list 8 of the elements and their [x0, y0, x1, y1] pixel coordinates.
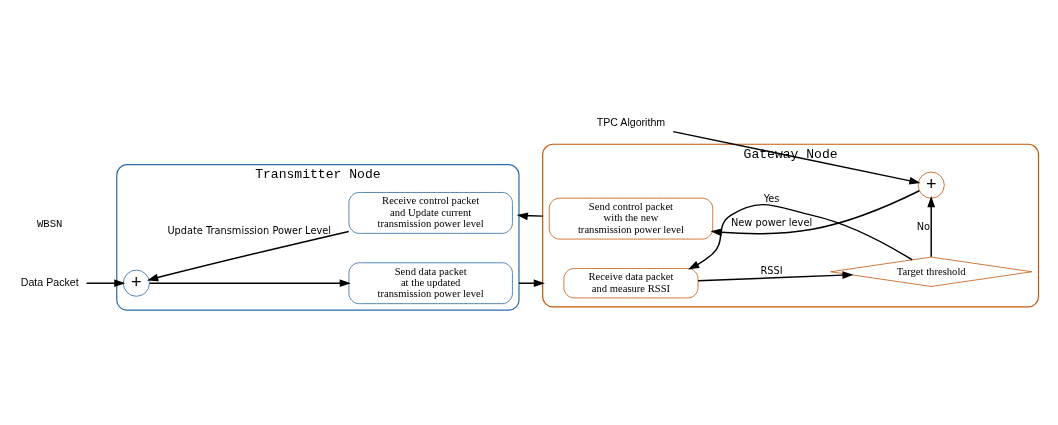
edge-label: No	[916, 221, 931, 233]
node-text: TPC Algorithm	[596, 115, 666, 128]
edge-label: Yes	[763, 192, 780, 204]
node-text: Data Packet	[20, 275, 79, 288]
edge-label: Update Transmission Power Level	[167, 224, 331, 236]
label: WBSN	[36, 218, 63, 231]
edge-label: RSSI	[760, 264, 783, 276]
edge-label: New power level	[730, 217, 813, 229]
